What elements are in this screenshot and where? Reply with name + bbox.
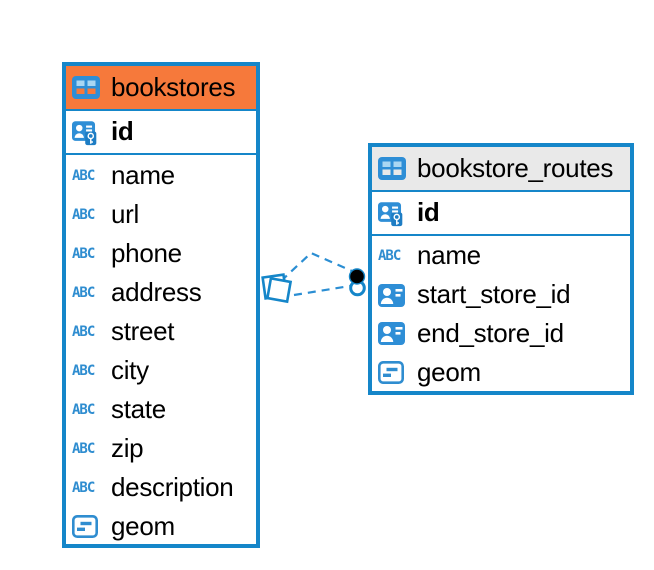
column-row[interactable]: ABC address bbox=[66, 273, 256, 312]
table-bookstore-routes[interactable]: bookstore_routes id ABC name start_store… bbox=[368, 143, 634, 395]
column-row[interactable]: ABC name bbox=[372, 237, 630, 276]
column-name: phone bbox=[111, 237, 182, 268]
text-type-icon: ABC bbox=[72, 479, 95, 496]
column-row-id[interactable]: id bbox=[372, 192, 630, 236]
table-name: bookstore_routes bbox=[417, 152, 614, 183]
column-row[interactable]: geom bbox=[372, 353, 630, 392]
table-header[interactable]: bookstore_routes bbox=[372, 147, 630, 192]
column-row[interactable]: ABC url bbox=[66, 195, 256, 234]
column-row[interactable]: ABC name bbox=[66, 156, 256, 195]
text-type-icon: ABC bbox=[72, 401, 95, 418]
column-list: ABC name start_store_id end_store_id geo… bbox=[372, 236, 630, 392]
text-type-icon: ABC bbox=[72, 206, 95, 223]
relationship-line[interactable] bbox=[293, 284, 351, 297]
geometry-type-icon bbox=[378, 361, 407, 384]
text-type-icon: ABC bbox=[72, 362, 95, 379]
table-icon bbox=[378, 157, 407, 180]
column-name: city bbox=[111, 354, 149, 385]
column-name: street bbox=[111, 315, 175, 346]
table-name: bookstores bbox=[111, 71, 236, 102]
relationship-endpoint-dot[interactable] bbox=[348, 268, 366, 285]
column-name: address bbox=[111, 276, 202, 307]
relationship-line[interactable] bbox=[280, 251, 353, 282]
foreign-key-icon bbox=[378, 284, 407, 307]
foreign-key-icon bbox=[378, 322, 407, 345]
column-name: name bbox=[417, 240, 481, 271]
column-row[interactable]: ABC description bbox=[66, 468, 256, 507]
column-name: description bbox=[111, 471, 234, 502]
column-row[interactable]: ABC zip bbox=[66, 429, 256, 468]
column-name: state bbox=[111, 393, 166, 424]
column-row[interactable]: ABC state bbox=[66, 390, 256, 429]
text-type-icon: ABC bbox=[72, 245, 95, 262]
column-row[interactable]: start_store_id bbox=[372, 276, 630, 315]
column-row-id[interactable]: id bbox=[66, 111, 256, 155]
column-name: id bbox=[417, 197, 440, 227]
column-list: ABC name ABC url ABC phone ABC address A… bbox=[66, 155, 256, 546]
column-name: geom bbox=[417, 356, 481, 387]
text-type-icon: ABC bbox=[72, 167, 95, 184]
text-type-icon: ABC bbox=[72, 440, 95, 457]
column-row[interactable]: ABC phone bbox=[66, 234, 256, 273]
column-name: url bbox=[111, 198, 139, 229]
column-row[interactable]: ABC street bbox=[66, 312, 256, 351]
column-name: name bbox=[111, 159, 175, 190]
relationship-endpoint-ring[interactable] bbox=[349, 279, 366, 297]
relationship-diamond-handle[interactable] bbox=[261, 273, 293, 304]
primary-key-icon bbox=[72, 115, 101, 150]
column-name: zip bbox=[111, 432, 144, 463]
column-name: id bbox=[111, 116, 134, 146]
table-header[interactable]: bookstores bbox=[66, 66, 256, 111]
column-name: start_store_id bbox=[417, 279, 571, 310]
text-type-icon: ABC bbox=[378, 248, 401, 265]
table-icon bbox=[72, 76, 101, 99]
text-type-icon: ABC bbox=[72, 323, 95, 340]
table-bookstores[interactable]: bookstores id ABC name ABC url ABC phone… bbox=[62, 62, 260, 548]
column-name: end_store_id bbox=[417, 317, 564, 348]
column-row[interactable]: geom bbox=[66, 507, 256, 546]
primary-key-icon bbox=[378, 196, 407, 231]
geometry-type-icon bbox=[72, 515, 101, 538]
text-type-icon: ABC bbox=[72, 284, 95, 301]
column-row[interactable]: ABC city bbox=[66, 351, 256, 390]
column-name: geom bbox=[111, 510, 175, 541]
column-row[interactable]: end_store_id bbox=[372, 315, 630, 354]
